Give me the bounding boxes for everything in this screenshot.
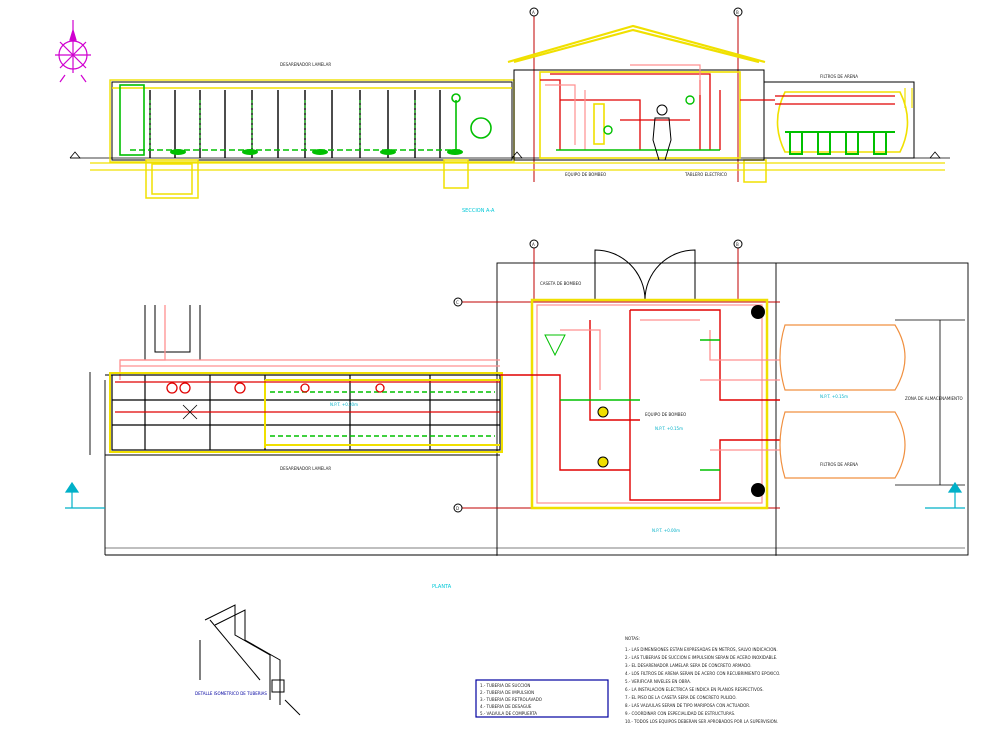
filter-tank-plan (779, 324, 906, 479)
axis-label-plan-a: A (532, 242, 535, 247)
note-item: 3.- EL DESARENADOR LAMELAR SERA DE CONCR… (625, 663, 751, 668)
legend-row: 5.- VALVULA DE COMPUERTA (480, 711, 537, 716)
axis-label-plan-c: C (456, 300, 459, 305)
isometric-detail (199, 604, 301, 716)
label-equipo-bombeo: EQUIPO DE BOMBEO (565, 172, 606, 177)
section-view: A B (69, 7, 950, 214)
axis-label-a: A (532, 10, 535, 15)
label-zona: ZONA DE ALMACENAMIENTO (905, 396, 963, 401)
label-tablero: TABLERO ELECTRICO (684, 172, 727, 177)
label-desarenador-top: DESARENADOR LAMELAR (280, 62, 331, 67)
label-filtros-plan: FILTROS DE ARENA (820, 462, 858, 467)
label-equipo-plan: EQUIPO DE BOMBEO (645, 412, 686, 417)
axis-line-top-b (529, 7, 743, 182)
axis-label-b: B (736, 10, 739, 15)
entrance-doors (594, 249, 696, 301)
label-elev-1: N.P.T. +0.30m (330, 402, 358, 407)
note-item: 7.- EL PISO DE LA CASETA SERA DE CONCRET… (625, 695, 737, 700)
note-item: 1.- LAS DIMENSIONES ESTAN EXPRESADAS EN … (625, 647, 778, 652)
note-item: 6.- LA INSTALACION ELECTRICA SE INDICA E… (625, 687, 764, 692)
label-elev-2: N.P.T. +0.15m (655, 426, 683, 431)
legend-row: 1.- TUBERIA DE SUCCION (480, 683, 530, 688)
pump-house-section (513, 69, 765, 161)
note-item: 2.- LAS TUBERIAS DE SUCCION E IMPULSION … (625, 655, 777, 660)
note-item: 10.- TODOS LOS EQUIPOS DEBERAN SER APROB… (625, 719, 778, 724)
plan-title: PLANTA (432, 584, 452, 590)
filters-section (763, 81, 915, 159)
legend-row: 4.- TUBERIA DE DESAGUE (480, 704, 532, 709)
axis-label-plan-b: B (736, 242, 739, 247)
north-arrow-icon (55, 20, 91, 83)
notes-block: NOTAS: 1.- LAS DIMENSIONES ESTAN EXPRESA… (625, 636, 780, 724)
note-item: 5.- VERIFICAR NIVELES EN OBRA. (625, 679, 691, 684)
legend-row: 2.- TUBERIA DE IMPULSION (480, 690, 534, 695)
note-item: 9.- COORDINAR CON ESPECIALIDAD DE ESTRUC… (625, 711, 735, 716)
note-item: 8.- LAS VALVULAS SERAN DE TIPO MARIPOSA … (625, 703, 750, 708)
axis-label-plan-d: D (456, 506, 459, 511)
legend-row: 3.- TUBERIA DE RETROLAVADO (480, 697, 542, 702)
label-caseta: CASETA DE BOMBEO (540, 281, 581, 286)
legend-box: 1.- TUBERIA DE SUCCION 2.- TUBERIA DE IM… (475, 679, 609, 718)
valve-icon (182, 404, 198, 420)
section-cut-marker-icon (64, 481, 965, 509)
desarenador-tank (111, 81, 513, 161)
section-title: SECCION A-A (462, 208, 495, 214)
roof (507, 24, 766, 64)
label-elev-3: N.P.T. +0.00m (652, 528, 680, 533)
plan-view: A B C D (64, 239, 969, 590)
person-figure-icon (652, 104, 672, 161)
notes-title: NOTAS: (625, 636, 640, 641)
note-item: 4.- LOS FILTROS DE ARENA SERAN DE ACERO … (625, 671, 780, 676)
iso-title: DETALLE ISOMETRICO DE TUBERIAS (195, 691, 267, 696)
label-elev-4: N.P.T. +0.15m (820, 394, 848, 399)
pump-room (530, 298, 769, 510)
pump-icon (597, 406, 609, 468)
label-desarenador-plan: DESARENADOR LAMELAR (280, 466, 331, 471)
label-filtros-top: FILTROS DE ARENA (820, 74, 858, 79)
